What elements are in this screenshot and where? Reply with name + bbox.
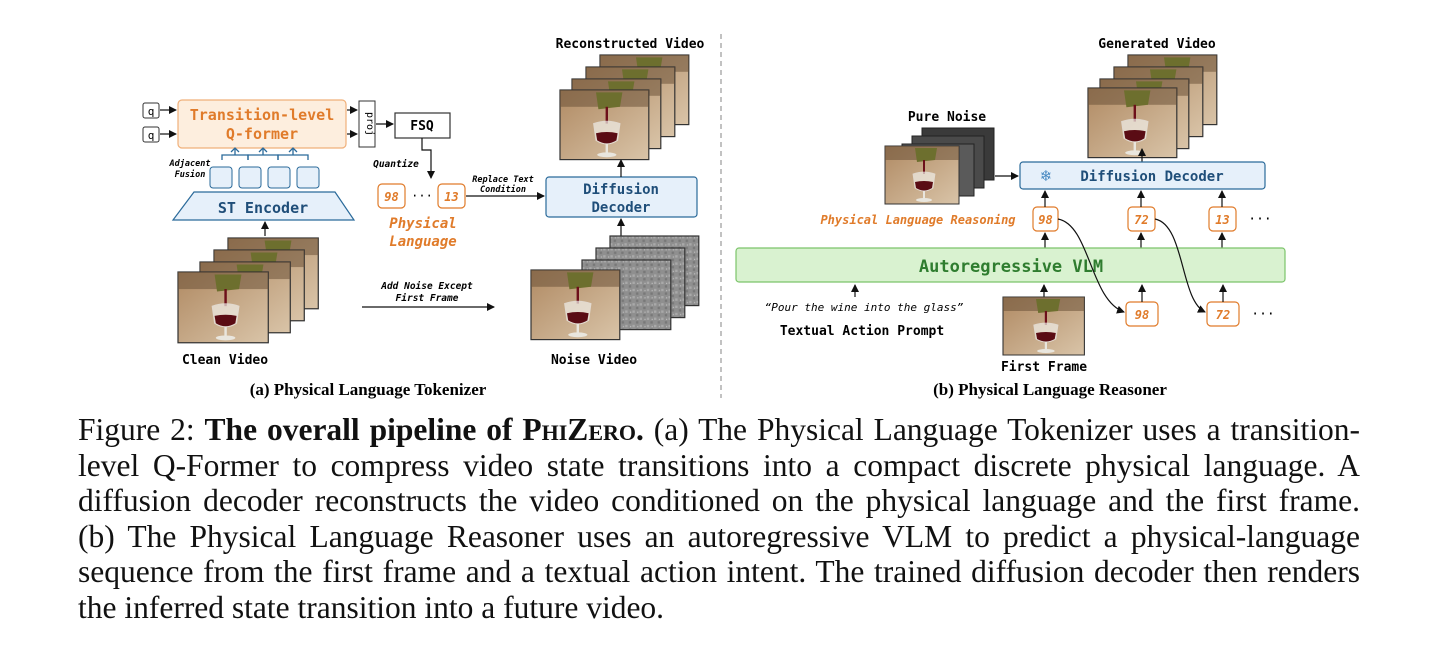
generated-video-label: Generated Video xyxy=(1098,37,1216,52)
caption-line: diffusion decoder reconstructs the video… xyxy=(78,483,1360,518)
adjacent-fusion-label: Adjacent xyxy=(169,158,211,169)
svg-text:FSQ: FSQ xyxy=(410,119,434,134)
figure-caption: Figure 2: The overall pipeline of PhiZer… xyxy=(78,412,1360,625)
st-encoder: ST Encoder xyxy=(171,191,356,221)
prompt-text: “Pour the wine into the glass” xyxy=(765,301,964,314)
first-frame-label: First Frame xyxy=(1001,360,1087,375)
svg-text:13: 13 xyxy=(444,190,458,204)
encoder-tokens xyxy=(209,166,320,189)
ellipsis: ··· xyxy=(1251,307,1274,322)
add-noise-label: First Frame xyxy=(396,293,459,304)
panel-b-subtitle: (b) Physical Language Reasoner xyxy=(933,380,1167,399)
svg-text:72: 72 xyxy=(1216,308,1230,322)
autoregressive-vlm: Autoregressive VLM xyxy=(735,247,1286,283)
pure-noise-label: Pure Noise xyxy=(908,110,986,125)
pipeline-diagram: q q Transition-level Q-former proj FSQ Q… xyxy=(142,34,1286,399)
query-token: q xyxy=(142,126,160,143)
caption-bold: The overall pipeline of PhiZero. xyxy=(204,412,644,447)
caption-line: Figure 2: The overall pipeline of PhiZer… xyxy=(78,412,1360,447)
pure-noise-stack xyxy=(884,127,995,205)
fsq-box: FSQ xyxy=(394,112,451,139)
svg-text:Diffusion Decoder: Diffusion Decoder xyxy=(1080,169,1223,185)
prompt-label: Textual Action Prompt xyxy=(780,324,944,339)
physical-language-label: Language xyxy=(389,234,456,250)
replace-text-label: Condition xyxy=(480,184,526,195)
svg-text:98: 98 xyxy=(1038,213,1052,227)
caption-line: sequence from the first frame and a text… xyxy=(78,554,1360,589)
reasoned-token: 72 xyxy=(1127,206,1156,232)
panel-b: Generated Video Pure Noise ❄ Diffusion D… xyxy=(735,37,1286,399)
caption-prefix: Figure 2: xyxy=(78,412,205,447)
caption-line: level Q-Former to compress video state t… xyxy=(78,447,1360,483)
physical-token: 13 xyxy=(437,183,466,209)
svg-text:Transition-level: Transition-level xyxy=(190,106,335,124)
svg-text:Decoder: Decoder xyxy=(591,200,650,216)
reasoned-token: 13 xyxy=(1208,206,1237,232)
input-token: 72 xyxy=(1206,301,1240,327)
svg-text:13: 13 xyxy=(1215,213,1229,227)
input-token: 98 xyxy=(1125,301,1159,327)
svg-text:Diffusion: Diffusion xyxy=(583,182,659,198)
first-frame-image xyxy=(1002,296,1085,356)
proj-box: proj xyxy=(358,100,376,148)
svg-text:98: 98 xyxy=(384,190,398,204)
panel-a-subtitle: (a) Physical Language Tokenizer xyxy=(250,380,487,399)
reconstructed-video-label: Reconstructed Video xyxy=(556,37,705,52)
svg-text:ST Encoder: ST Encoder xyxy=(218,199,308,217)
adjacent-fusion-label: Fusion xyxy=(175,169,206,180)
svg-text:q: q xyxy=(148,105,155,118)
noise-video-label: Noise Video xyxy=(551,353,637,368)
svg-text:Autoregressive VLM: Autoregressive VLM xyxy=(919,257,1103,277)
svg-text:proj: proj xyxy=(364,112,375,136)
ellipsis: ··· xyxy=(411,189,433,203)
diffusion-decoder-a: Diffusion Decoder xyxy=(545,176,698,218)
svg-text:Q-former: Q-former xyxy=(226,125,298,143)
svg-text:72: 72 xyxy=(1134,213,1148,227)
reasoned-token: 98 xyxy=(1032,206,1059,232)
caption-line: the inferred state transition into a fut… xyxy=(78,589,665,625)
feedback-arrow xyxy=(1057,218,1125,314)
caption-line: (b) The Physical Language Reasoner uses … xyxy=(78,518,1360,554)
reasoning-label: Physical Language Reasoning xyxy=(820,213,1015,227)
fusion-connectors xyxy=(221,147,309,160)
feedback-arrow xyxy=(1154,218,1206,313)
physical-token: 98 xyxy=(377,183,406,209)
diffusion-decoder-b: ❄ Diffusion Decoder xyxy=(1019,161,1266,190)
noise-video-stack xyxy=(530,235,700,341)
quantize-label: Quantize xyxy=(373,159,419,170)
arrow xyxy=(421,138,435,179)
panel-a: q q Transition-level Q-former proj FSQ Q… xyxy=(142,37,705,399)
reconstructed-video-stack xyxy=(559,54,690,161)
snowflake-icon: ❄ xyxy=(1040,167,1053,185)
svg-text:q: q xyxy=(148,129,155,142)
query-token: q xyxy=(142,102,160,119)
clean-video-label: Clean Video xyxy=(182,353,268,368)
model-name: PhiZero xyxy=(522,412,636,447)
svg-text:98: 98 xyxy=(1135,308,1149,322)
ellipsis: ··· xyxy=(1248,212,1271,227)
physical-language-label: Physical xyxy=(389,216,456,232)
generated-video-stack xyxy=(1087,54,1218,159)
replace-text-label: Replace Text xyxy=(472,175,533,185)
qformer-box: Transition-level Q-former xyxy=(177,99,347,149)
clean-video-stack xyxy=(177,237,319,344)
add-noise-label: Add Noise Except xyxy=(380,281,473,292)
